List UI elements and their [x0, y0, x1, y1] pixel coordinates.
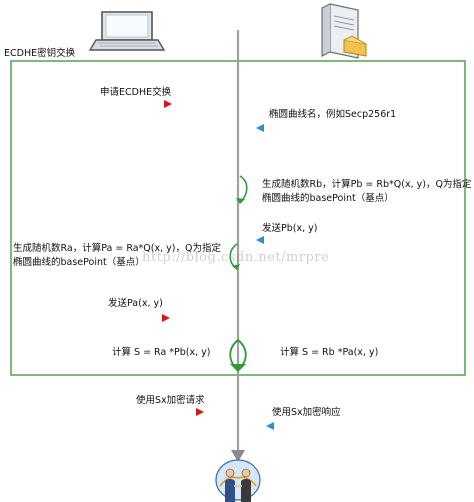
frame-title: ECDHE密钥交换: [4, 48, 76, 59]
step-send-pb-label: 发送Pb(x, y): [262, 223, 318, 234]
step-server-compute-label-1: 生成随机数Rb，计算Pb = Rb*Q(x, y)，Q为指定: [262, 179, 472, 190]
curl-compute-s: [229, 339, 247, 372]
step-send-pa-label: 发送Pa(x, y): [108, 298, 163, 309]
watermark: http://blog.csdn.net/mrpre: [142, 250, 330, 265]
laptop-icon: [88, 11, 166, 51]
arrow-send-pa: [104, 314, 170, 322]
step-curve-name-label: 椭圆曲线名，例如Secp256r1: [269, 109, 397, 120]
step-request-label: 申请ECDHE交换: [100, 87, 172, 98]
curl-server-compute: [236, 175, 248, 204]
step-encrypted-response-label: 使用Sx加密响应: [272, 407, 341, 418]
arrow-curve-name: [256, 124, 338, 132]
arrow-request-ecdhe: [93, 100, 172, 108]
arrow-encrypted-request: [136, 408, 204, 416]
step-encrypted-request-label: 使用Sx加密请求: [136, 395, 205, 406]
arrow-encrypted-response: [266, 422, 338, 430]
curl-client-compute: [229, 243, 240, 270]
handshake-people-icon: [215, 459, 261, 502]
step-server-compute-label-2: 椭圆曲线的basePoint（基点）: [262, 193, 394, 204]
step-client-secret-label: 计算 S = Ra *Pb(x, y): [112, 347, 211, 358]
step-client-compute-label-1: 生成随机数Ra，计算Pa = Ra*Q(x, y)，Q为指定: [13, 243, 221, 254]
step-client-compute-label-2: 椭圆曲线的basePoint（基点）: [13, 257, 145, 268]
arrow-send-pb: [256, 236, 338, 244]
server-icon: [321, 3, 367, 59]
lifeline-end-arrow: [231, 450, 245, 462]
step-server-secret-label: 计算 S = Rb *Pa(x, y): [280, 347, 379, 358]
